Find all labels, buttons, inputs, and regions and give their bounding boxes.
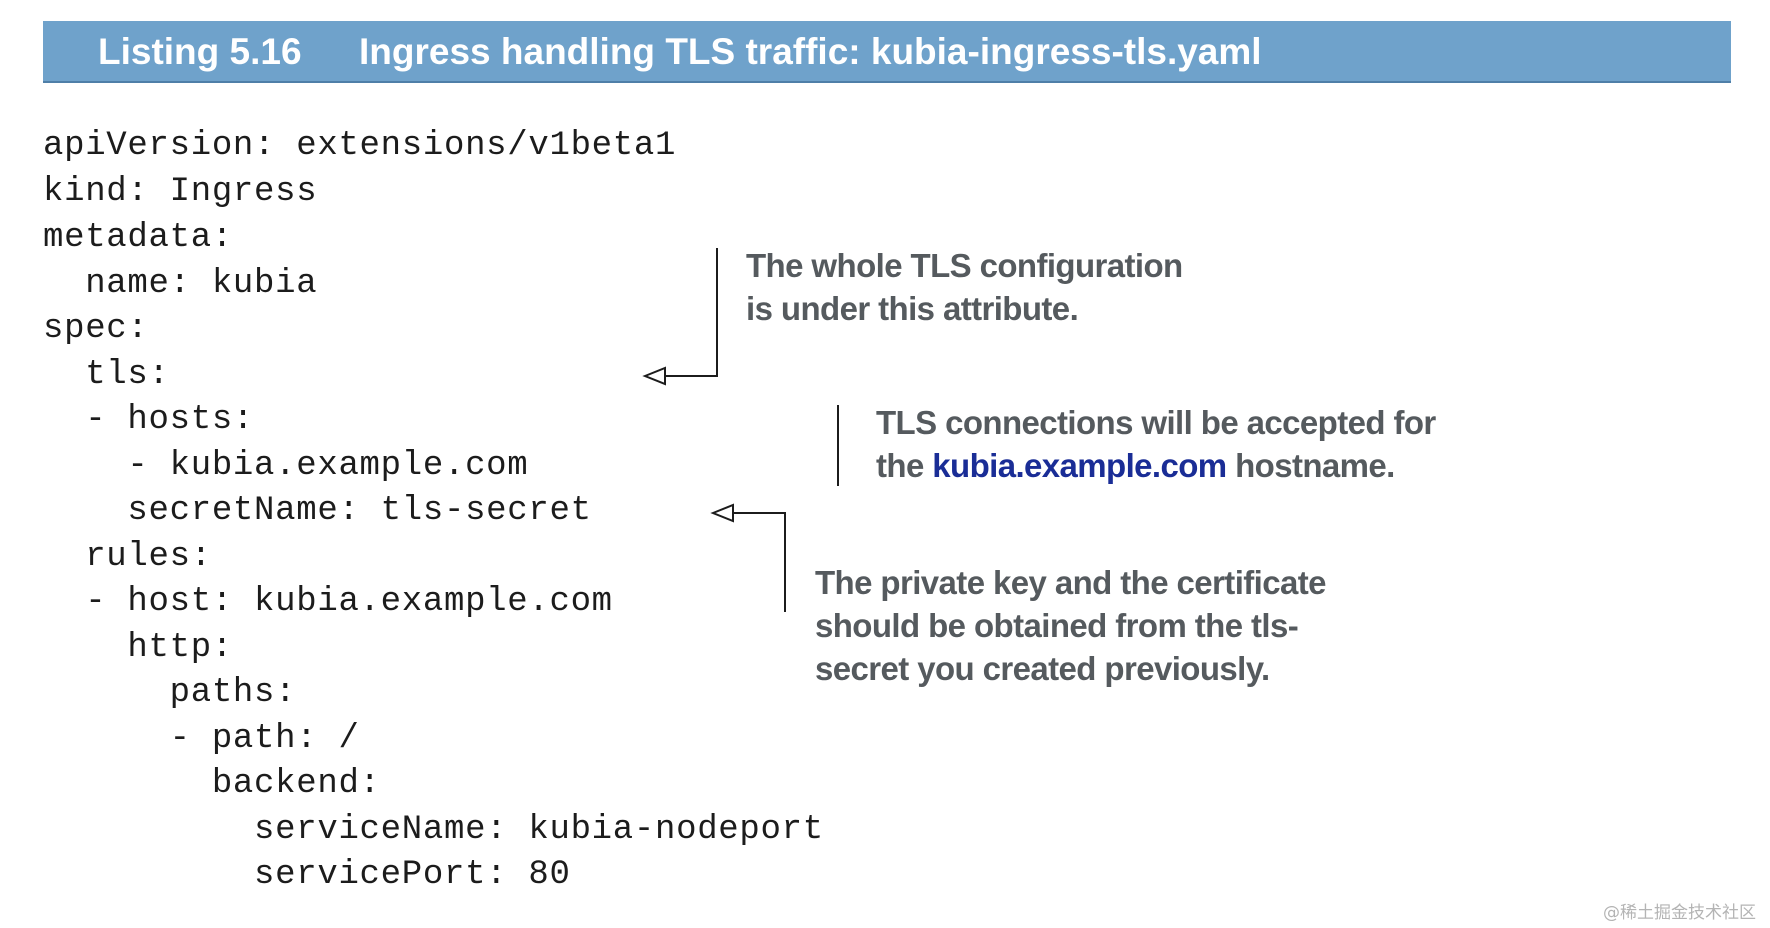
annotation-tls-hosts: TLS connections will be accepted for the… [876, 401, 1436, 487]
listing-title: Ingress handling TLS traffic: kubia-ingr… [359, 31, 1262, 72]
annotation-line: should be obtained from the tls- [815, 607, 1299, 644]
annotation-line: the kubia.example.com hostname. [876, 444, 1436, 487]
annotation-line: The whole TLS configuration [746, 247, 1183, 284]
code-line: - host: kubia.example.com [43, 583, 613, 621]
annotation-line: is under this attribute. [746, 290, 1079, 327]
code-line: - kubia.example.com [43, 447, 529, 485]
listing-header: Listing 5.16 Ingress handling TLS traffi… [43, 21, 1731, 83]
hostname-highlight: kubia.example.com [932, 447, 1227, 484]
annotation-tls-config: The whole TLS configuration is under thi… [746, 244, 1183, 330]
annotation-line: TLS connections will be accepted for [876, 404, 1436, 441]
annotation-text: hostname. [1226, 447, 1395, 484]
code-line: backend: [43, 765, 381, 803]
code-line: kind: Ingress [43, 173, 318, 211]
code-line: apiVersion: extensions/v1beta1 [43, 127, 677, 165]
code-line: rules: [43, 538, 212, 576]
code-line: http: [43, 629, 233, 667]
code-line: metadata: [43, 219, 233, 257]
code-line: secretName: tls-secret [43, 492, 592, 530]
code-line: servicePort: 80 [43, 856, 571, 894]
code-line: name: kubia [43, 265, 318, 303]
code-line: paths: [43, 674, 297, 712]
watermark: @稀土掘金技术社区 [1603, 903, 1756, 923]
code-line: serviceName: kubia-nodeport [43, 811, 824, 849]
tls-callout-arrowhead [642, 366, 666, 386]
code-line: - path: / [43, 720, 360, 758]
code-line: - hosts: [43, 401, 255, 439]
secret-callout-arrowhead [710, 503, 734, 523]
annotation-line: The private key and the certificate [815, 564, 1326, 601]
code-line: tls: [43, 356, 170, 394]
listing-number: Listing 5.16 [98, 31, 302, 72]
annotation-line: secret you created previously. [815, 650, 1270, 687]
annotation-secret: The private key and the certificate shou… [815, 561, 1326, 690]
tls-callout-line [665, 248, 718, 377]
annotation-text: the [876, 447, 933, 484]
code-line: spec: [43, 310, 149, 348]
secret-callout-line [733, 512, 786, 612]
